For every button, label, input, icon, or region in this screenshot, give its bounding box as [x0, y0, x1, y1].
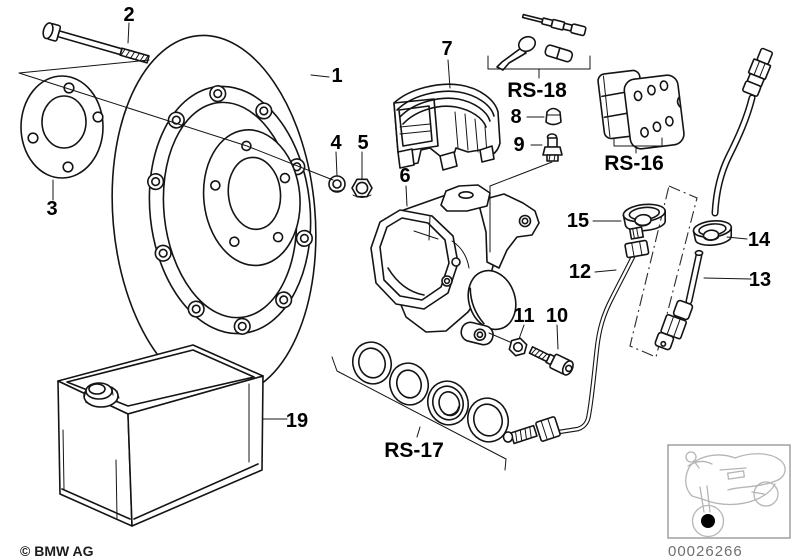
repair-kit-rs18-drawing: [496, 13, 587, 71]
copyright-text: © BMW AG: [20, 543, 94, 559]
callout-11[interactable]: 11: [513, 305, 534, 327]
callout-15[interactable]: 15: [567, 210, 589, 232]
bleeder-valve-drawing: [542, 133, 563, 162]
callout-13[interactable]: 13: [749, 269, 771, 291]
callout-12[interactable]: 12: [569, 261, 591, 283]
fluid-can-drawing: [57, 344, 264, 527]
callout-8[interactable]: 8: [510, 106, 521, 128]
brake-pipe-drawing: [502, 226, 650, 445]
callout-7[interactable]: 7: [441, 38, 452, 60]
caliper-cover-drawing: [393, 83, 501, 171]
callout-6[interactable]: 6: [399, 165, 410, 187]
brake-pad-set-drawing: [597, 69, 685, 150]
spacer-flange-drawing: [20, 75, 104, 179]
brake-caliper-drawing: [370, 184, 540, 346]
brake-location-dot: [701, 514, 715, 528]
washer-drawing: [328, 175, 346, 193]
callout-5[interactable]: 5: [357, 132, 368, 154]
brake-disc-drawing: [111, 34, 317, 398]
callout-rs16[interactable]: RS-16: [604, 152, 664, 175]
callout-rs17[interactable]: RS-17: [384, 439, 444, 462]
bleeder-cap-drawing: [545, 107, 562, 126]
callout-14[interactable]: 14: [748, 229, 771, 251]
brake-hose-upper-drawing: [711, 47, 773, 217]
motorcycle-icon: [685, 451, 786, 538]
caliper-bolt-drawing: [528, 346, 574, 376]
locator-thumbnail: [667, 444, 791, 539]
nut-drawing: [351, 178, 373, 198]
grommet-15-drawing: [622, 203, 667, 232]
callout-1[interactable]: 1: [331, 65, 342, 87]
callout-4[interactable]: 4: [330, 132, 342, 154]
lock-washer-drawing: [508, 337, 528, 357]
wheel-stud-bolt-drawing: [42, 22, 150, 64]
callout-10[interactable]: 10: [546, 305, 568, 327]
callout-3[interactable]: 3: [46, 198, 57, 220]
callout-19[interactable]: 19: [286, 410, 308, 432]
leader-lines: [18, 22, 752, 471]
brake-hose-lower-drawing: [654, 249, 704, 351]
seal-ring-set-drawing: [352, 341, 509, 443]
callout-9[interactable]: 9: [513, 134, 524, 156]
callout-rs18[interactable]: RS-18: [507, 79, 567, 102]
callout-2[interactable]: 2: [123, 4, 134, 26]
grommet-14-drawing: [692, 220, 733, 246]
image-number-text: 00026266: [668, 543, 743, 559]
